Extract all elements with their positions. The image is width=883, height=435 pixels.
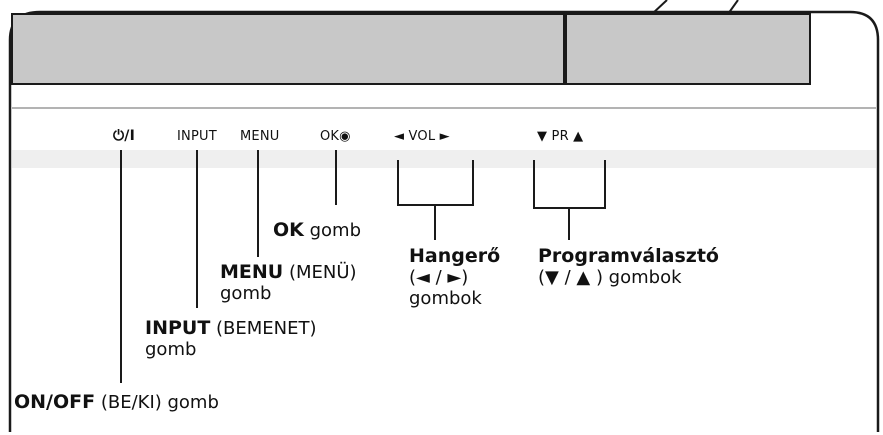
volume-bracket [397,160,474,240]
input-callout: INPUT (BEMENET) gomb [145,317,317,361]
panel-left-block [11,13,565,85]
menu-callout-line2: gomb [220,283,272,304]
onoff-callout-rest: (BE/KI) gomb [95,392,219,413]
program-callout-title: Programválasztó [538,245,719,267]
program-callout: Programválasztó (▼ / ▲ ) gombok [538,245,719,289]
top-leader-line-1 [651,0,668,15]
menu-callout-bold: MENU [220,261,284,283]
power-button-label[interactable]: ⏻/I [113,128,135,144]
input-callout-rest: (BEMENET) [210,318,317,339]
input-callout-bold: INPUT [145,317,211,339]
control-strip [12,150,876,168]
menu-button-label[interactable]: MENU [240,129,280,144]
ok-callout-bold: OK [273,219,304,241]
volume-callout: Hangerő (◄ / ►) gombok [409,245,501,310]
onoff-callout: ON/OFF (BE/KI) gomb [14,391,219,414]
ok-callout-rest: gomb [303,220,361,241]
volume-callout-title: Hangerő [409,245,501,267]
program-callout-line2: (▼ / ▲ ) gombok [538,267,682,288]
ok-button-label[interactable]: OK◉ [320,129,351,144]
onoff-callout-bold: ON/OFF [14,391,96,413]
ok-callout: OK gomb [273,219,361,242]
volume-callout-line3: gombok [409,288,482,309]
top-leader-line-2 [727,0,739,15]
input-callout-line2: gomb [145,339,197,360]
input-button-label[interactable]: INPUT [177,129,217,144]
volume-buttons-label[interactable]: ◄ VOL ► [394,129,450,144]
volume-callout-line2: (◄ / ►) [409,267,469,288]
menu-callout-rest: (MENÜ) [283,262,357,283]
program-buttons-label[interactable]: ▼ PR ▲ [537,129,584,144]
program-bracket [533,160,606,240]
menu-callout: MENU (MENÜ) gomb [220,261,357,305]
panel-right-block [565,13,811,85]
